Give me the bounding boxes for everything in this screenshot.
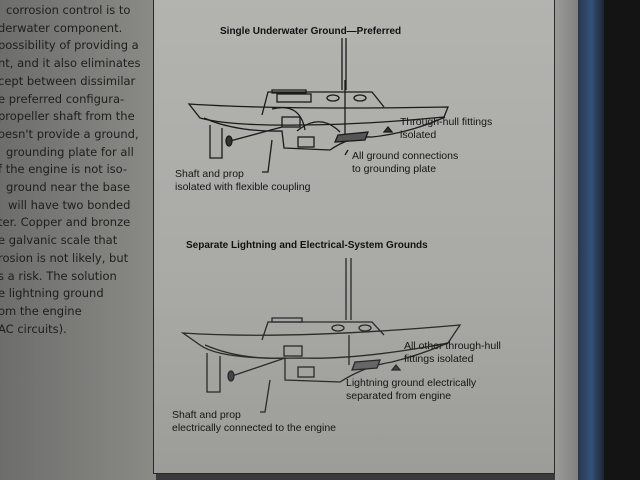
text-line: rosion is not likely, but <box>0 250 129 265</box>
label-through-hull: Through-hull fittings isolated <box>400 116 492 142</box>
label-line: separated from engine <box>346 390 452 402</box>
text-line: AC circuits). <box>0 321 67 336</box>
label-line: Through-hull fittings <box>400 116 493 128</box>
text-line: e galvanic scale that <box>0 233 118 248</box>
label-ground-plate: All ground connections to grounding plat… <box>352 150 458 176</box>
text-line: ter. Copper and bronze <box>0 215 131 230</box>
label-shaft-connected: Shaft and prop electrically connected to… <box>172 409 336 435</box>
background <box>604 0 640 480</box>
body-text: corrosion control is to derwater compone… <box>0 2 160 338</box>
label-line: Shaft and prop <box>175 168 244 180</box>
label-line: to grounding plate <box>352 163 437 175</box>
left-page <box>0 0 156 480</box>
text-line: ground near the base <box>6 180 131 195</box>
text-line: oesn't provide a ground, <box>0 126 139 141</box>
book-cover-edge <box>578 0 604 480</box>
text-line: propeller shaft from the <box>0 109 135 124</box>
text-line: cept between dissimilar <box>0 73 136 88</box>
top-boat-drawing <box>187 38 449 173</box>
label-line: Lightning ground electrically <box>346 377 477 389</box>
text-line: nt, and it also eliminates <box>0 56 141 71</box>
label-line: isolated with flexible coupling <box>175 181 311 193</box>
label-shaft-prop: Shaft and prop isolated with flexible co… <box>175 168 310 194</box>
text-line: om the engine <box>0 303 82 318</box>
text-line: will have two bonded <box>8 197 131 212</box>
figure-frame <box>153 0 555 474</box>
label-line: All ground connections <box>352 150 459 162</box>
text-line: e lightning ground <box>0 286 104 301</box>
text-line: derwater component. <box>0 20 123 35</box>
label-line: electrically connected to the engine <box>172 422 337 434</box>
top-figure-title: Single Underwater Ground—Preferred <box>220 26 402 37</box>
text-line: grounding plate for all <box>6 144 134 159</box>
label-line: All other through-hull <box>404 340 501 352</box>
text-line: possibility of providing a <box>0 38 139 53</box>
text-line: f the engine is not iso- <box>0 162 128 177</box>
text-line: s a risk. The solution <box>0 268 117 283</box>
text-line: corrosion control is to <box>6 3 131 17</box>
label-lightning-ground: Lightning ground electrically separated … <box>346 377 476 403</box>
label-other-through-hull: All other through-hull fittings isolated <box>404 340 501 366</box>
label-line: Shaft and prop <box>172 409 241 421</box>
label-line: isolated <box>400 129 437 141</box>
text-line: e preferred configura- <box>0 91 125 106</box>
bottom-boat-drawing <box>180 258 462 413</box>
bottom-figure-title: Separate Lightning and Electrical-System… <box>186 240 428 251</box>
label-line: fittings isolated <box>404 353 474 365</box>
